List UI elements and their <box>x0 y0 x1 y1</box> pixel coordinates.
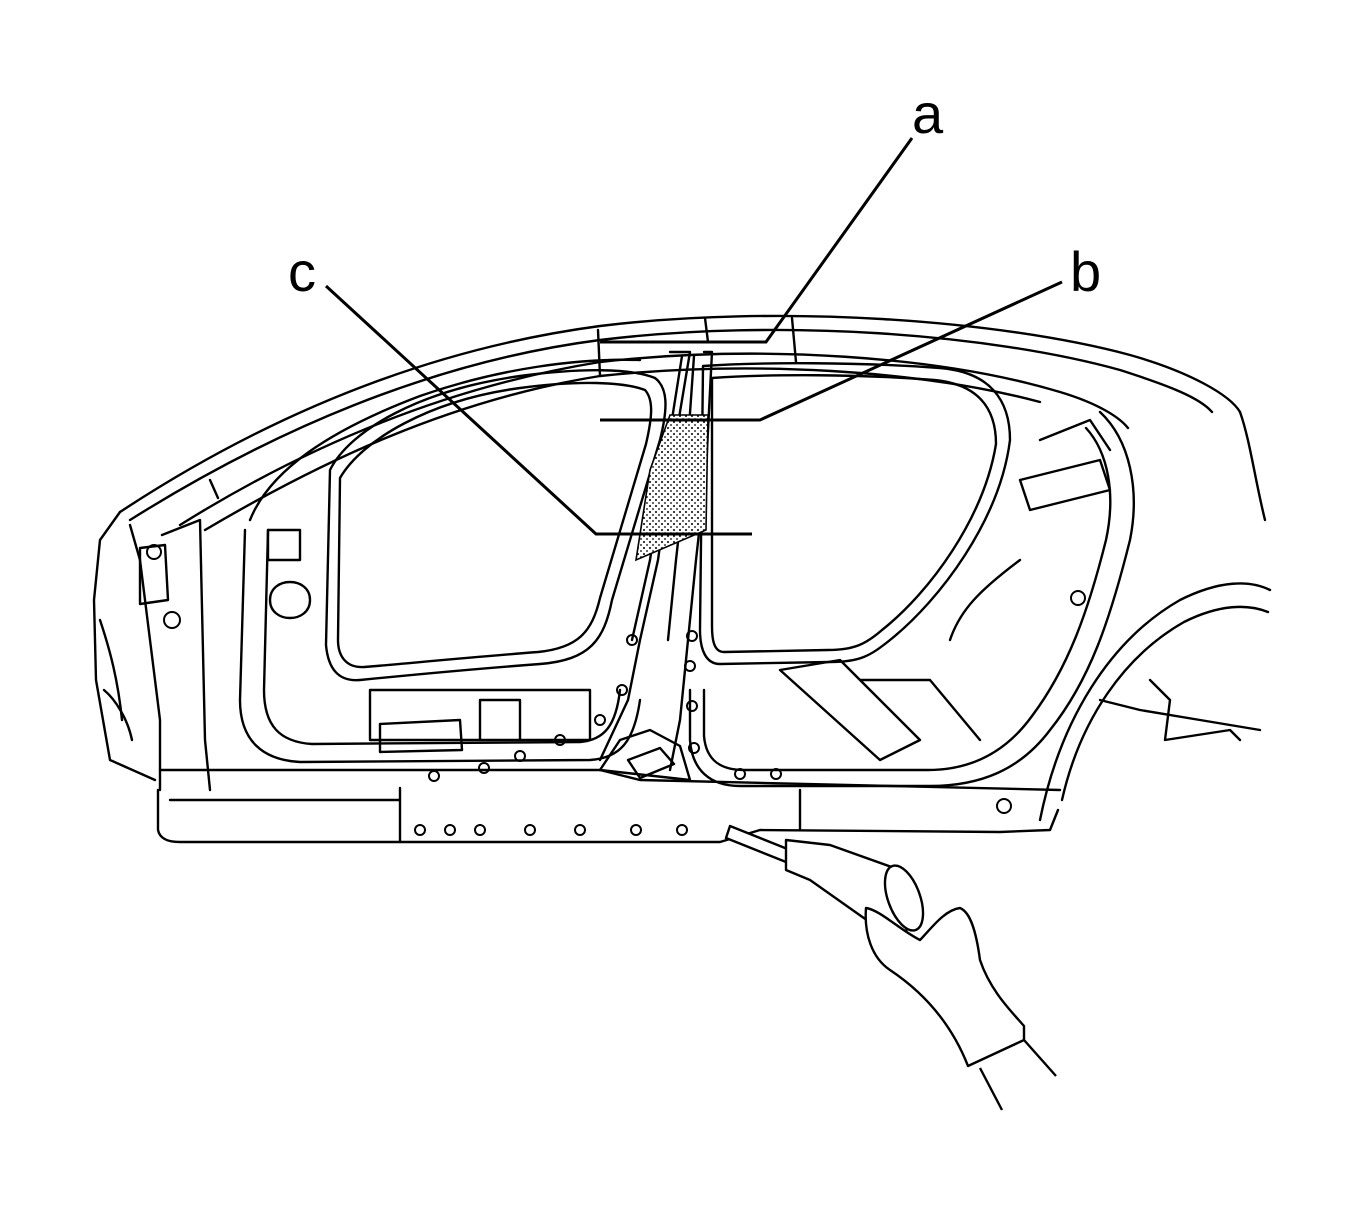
callout-label-b: b <box>1070 240 1102 303</box>
b-pillar-rear-edge <box>668 350 714 772</box>
hole-19 <box>734 768 746 780</box>
hole-18 <box>688 742 700 754</box>
rear-interior-structure <box>778 418 1112 762</box>
front-door-window-inner <box>336 381 653 669</box>
hole-2 <box>444 824 456 836</box>
hand <box>864 906 1026 1068</box>
callout-b-leader <box>600 280 1063 422</box>
hole-10 <box>514 750 526 762</box>
rear-door-window-inner <box>710 374 998 654</box>
sealer-gun <box>724 824 1057 1111</box>
front-door-frame <box>238 358 642 764</box>
hole-11 <box>554 734 566 746</box>
rear-wheel-arch <box>1038 582 1272 822</box>
hole-8 <box>428 770 440 782</box>
hole-24 <box>146 544 162 560</box>
hole-12 <box>594 714 606 726</box>
hole-22 <box>1070 590 1086 606</box>
hole-16 <box>684 660 696 672</box>
front-hinge-pillar <box>138 518 212 792</box>
callout-label-c: c <box>288 240 316 303</box>
hole-3 <box>474 824 486 836</box>
hole-15 <box>686 630 698 642</box>
sealer-gun-body <box>784 838 920 942</box>
callout-label-a: a <box>912 82 944 145</box>
hole-4 <box>524 824 536 836</box>
roof-rail-second <box>128 328 1214 522</box>
front-interior-structure <box>266 528 592 754</box>
hole-13 <box>616 684 628 696</box>
hole-17 <box>686 700 698 712</box>
rocker-panel-mid <box>168 786 802 844</box>
front-door-frame-inner <box>262 528 622 746</box>
a-pillar-front <box>92 510 162 792</box>
callout-a-leader <box>600 137 914 344</box>
rear-wheel-arch-inner <box>1060 605 1270 802</box>
hole-9 <box>478 762 490 774</box>
hole-7 <box>676 824 688 836</box>
b-pillar-lower-bracket <box>598 728 692 782</box>
wrist <box>978 1039 1057 1111</box>
rear-door-frame-inner <box>702 426 1112 772</box>
callout-c-leader <box>324 284 752 536</box>
b-pillar-front-edge <box>598 350 692 762</box>
rear-quarter-upper <box>1238 410 1267 522</box>
hole-1 <box>414 824 426 836</box>
hole-6 <box>630 824 642 836</box>
rear-quarter-lower <box>1098 678 1262 742</box>
hole-20 <box>770 768 782 780</box>
hole-5 <box>574 824 586 836</box>
roof-rail-inner <box>178 352 1130 527</box>
hole-21 <box>163 611 181 629</box>
front-door-window-opening <box>324 369 667 682</box>
front-fender-edge <box>98 618 134 742</box>
hole-14 <box>626 634 638 646</box>
rear-door-frame <box>688 410 1135 788</box>
rear-door-window-opening <box>698 362 1012 666</box>
b-pillar-sealer-area <box>634 414 709 562</box>
hole-23 <box>996 798 1012 814</box>
roof-rail-outer <box>118 314 1242 514</box>
roof-segment-lines <box>208 316 798 500</box>
rocker-panel-top <box>158 768 1062 792</box>
sealer-gun-cap <box>883 864 925 932</box>
rocker-panel-bottom <box>156 788 1060 844</box>
